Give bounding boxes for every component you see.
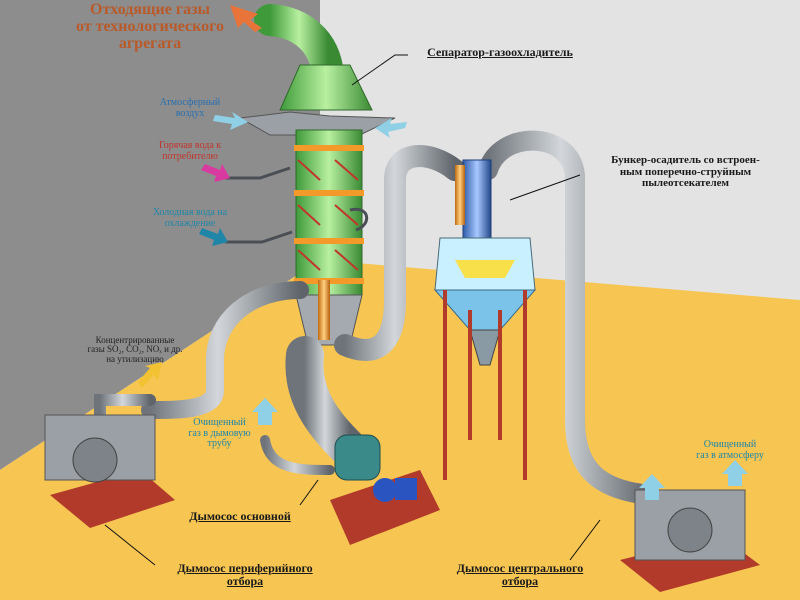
leader-lines [104,54,601,566]
hot-water-arrow [201,164,230,182]
cold-water-arrow [199,228,228,246]
floor [0,260,800,600]
label-atmospheric-air: Атмосферный воздух [159,97,221,119]
separator-cooler-column [238,4,396,346]
label-concentrated-gases: Концентрированные газы SO₂, CO₂, NOₓ и д… [87,335,183,364]
atmosphere-arrow [722,460,748,486]
air-arrow-right [375,118,407,138]
flow-arrows [138,5,748,500]
peripheral-exhauster [44,414,175,528]
label-central-exhauster: Дымосос центрального отбора [456,561,584,588]
pipe-network [94,130,660,505]
air-arrow-left [213,112,248,130]
label-cleaned-gas-chimney: Очищенный газ в дымовую трубу [188,417,251,449]
central-up-arrow [639,474,665,500]
label-hot-water: Горячая вода к потребителю [158,140,222,162]
main-exhauster [330,434,440,545]
concentrated-gas-arrow [138,362,162,388]
label-cold-water: Холодная вода на охлаждение [152,207,228,229]
bunker-settler [433,159,537,480]
label-bunker-settler: Бункер-осадитель со встроен- ным попереч… [611,154,760,190]
label-peripheral-exhauster: Дымосос периферийного отбора [177,561,313,588]
label-cleaned-gas-atmosphere: Очищенный газ в атмосферу [696,439,764,461]
label-main-exhauster: Дымосос основной [189,509,291,523]
chimney-arrow [252,398,278,425]
exhaust-arrow [230,5,262,32]
label-separator-cooler: Сепаратор-газоохладитель [427,45,573,59]
label-exhaust-gases: Отходящие газы от технологического агрег… [75,1,225,52]
water-pipes [225,166,368,244]
central-exhauster [620,489,760,592]
